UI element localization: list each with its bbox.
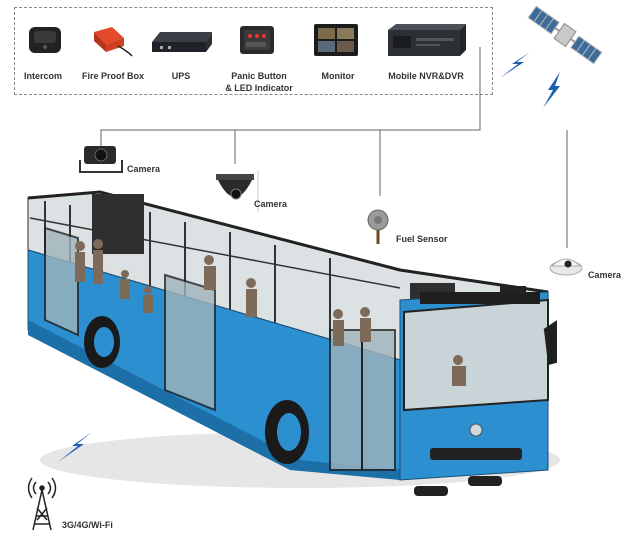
label-fire-proof-box: Fire Proof Box xyxy=(81,71,145,81)
fuel-sensor-icon xyxy=(367,209,389,244)
label-camera-dome: Camera xyxy=(254,199,288,209)
cell-tower-icon xyxy=(27,477,57,531)
connection-lines xyxy=(100,47,568,248)
label-monitor: Monitor xyxy=(321,71,355,81)
label-intercom: Intercom xyxy=(23,71,63,81)
monitor-icon xyxy=(314,24,358,56)
satellite-icon xyxy=(527,5,603,65)
label-ups: UPS xyxy=(171,71,191,81)
bus-illustration xyxy=(27,190,560,496)
panic-button-icon xyxy=(240,26,274,54)
ups-icon xyxy=(152,32,212,52)
mobile-nvr-icon xyxy=(388,24,466,56)
label-panic-button: Panic Button & LED Indicator xyxy=(225,71,293,93)
device-group-box xyxy=(14,7,493,95)
label-mobile-nvr: Mobile NVR&DVR xyxy=(388,71,464,81)
label-fuel-sensor: Fuel Sensor xyxy=(396,234,448,244)
satellite-signal-icon-2 xyxy=(543,72,560,108)
camera-rear-icon xyxy=(549,258,583,276)
camera-dome-icon xyxy=(216,174,254,200)
intercom-icon xyxy=(29,27,61,53)
label-camera-rear: Camera xyxy=(588,270,622,280)
fire-proof-box-icon xyxy=(94,27,133,57)
camera-front-icon xyxy=(79,146,123,173)
label-network: 3G/4G/Wi-Fi xyxy=(62,520,113,530)
satellite-signal-icon xyxy=(500,52,530,78)
label-camera-front: Camera xyxy=(127,164,161,174)
